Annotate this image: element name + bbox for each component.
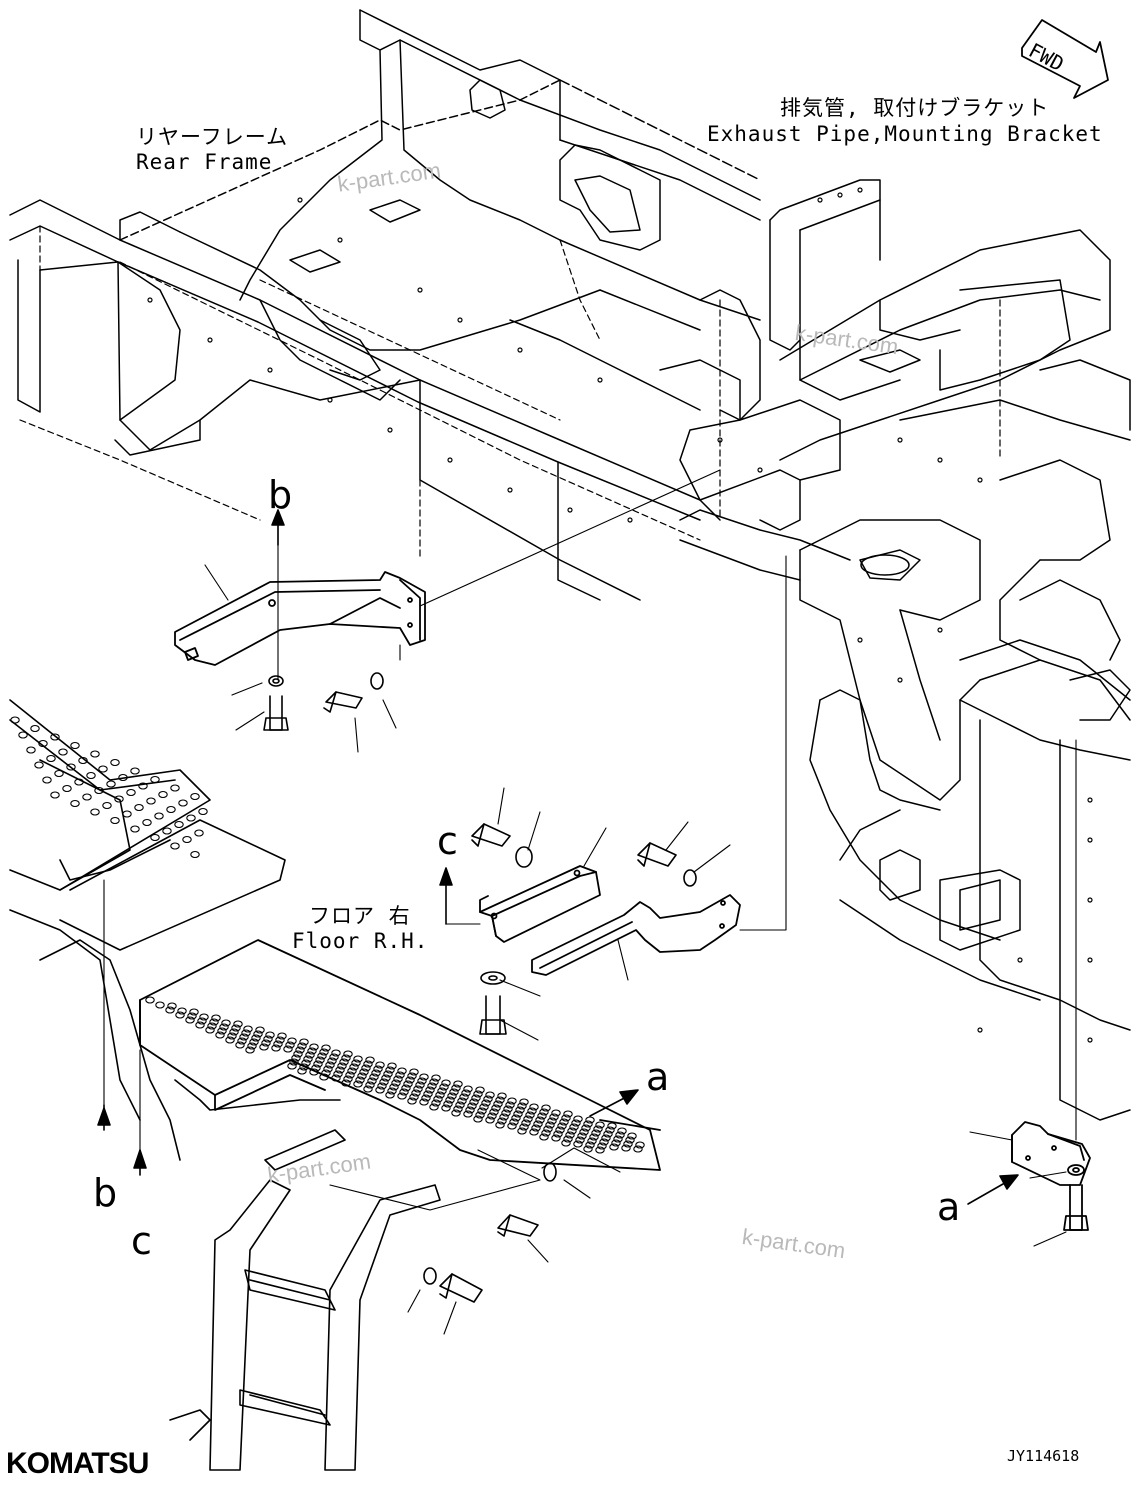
callout-b-bottom: b	[93, 1171, 118, 1215]
komatsu-logo: KOMATSU	[6, 1447, 149, 1480]
exhaust-en-label: Exhaust Pipe,Mounting Bracket	[707, 122, 1103, 146]
exhaust-jp-label: 排気管, 取付けブラケット	[780, 96, 1050, 120]
rear-frame	[9, 9, 761, 601]
callout-arrows	[97, 509, 1019, 1205]
callout-c-bottom: c	[131, 1219, 152, 1263]
right-small-bracket	[1011, 1121, 1091, 1231]
upper-bracket	[174, 571, 426, 666]
step-ladder	[169, 1129, 441, 1471]
floor-en-label: Floor R.H.	[292, 929, 429, 953]
middle-brackets	[479, 865, 741, 976]
callout-a-floor: a	[646, 1055, 670, 1099]
leader-lines	[103, 469, 1077, 1335]
drawing-code: JY114618	[1007, 1447, 1080, 1465]
main-frame-right	[659, 179, 1131, 1121]
upper-bracket-hardware	[263, 672, 384, 731]
floor-left-panel	[9, 699, 341, 1161]
callout-b-top: b	[268, 473, 293, 517]
fwd-arrow-icon	[1021, 19, 1109, 99]
frame-holes	[147, 187, 1093, 1043]
rear-frame-jp-label: リヤーフレーム	[136, 125, 289, 149]
ladder-bolts	[423, 1162, 557, 1303]
middle-bracket-hardware	[471, 823, 697, 1035]
hidden-lines	[19, 225, 1001, 561]
floor-rh	[139, 939, 661, 1171]
floor-holes	[10, 716, 645, 1154]
floor-jp-label: フロア 右	[309, 904, 411, 928]
callout-c-mid: c	[437, 819, 458, 863]
rear-frame-en-label: Rear Frame	[136, 150, 273, 174]
callout-a-right: a	[937, 1185, 961, 1229]
